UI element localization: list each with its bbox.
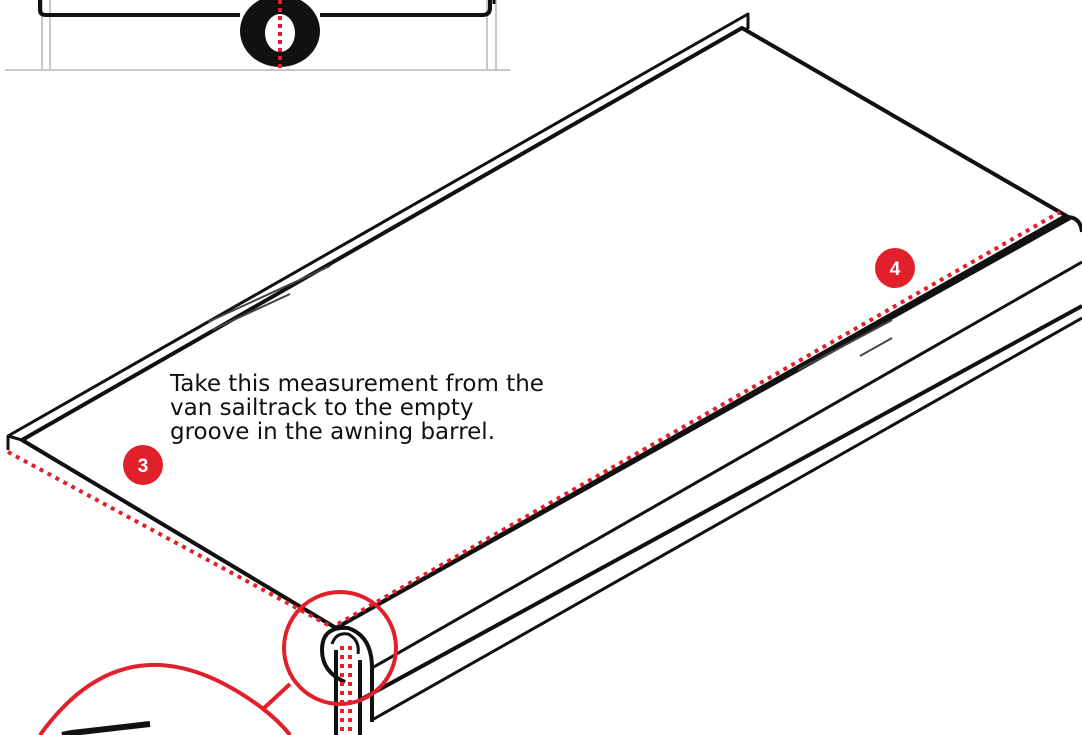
- inset-awning-left: [38, 0, 240, 17]
- instruction-line-2: van sailtrack to the empty: [170, 395, 474, 421]
- inset-side-view: [5, 0, 510, 72]
- barrel-bottom-edge: [371, 316, 1082, 722]
- badge-3-label: 3: [138, 456, 149, 477]
- instruction-line-1: Take this measurement from the: [170, 371, 544, 397]
- badge-4: 4: [875, 248, 915, 288]
- measurement-3-line: [7, 450, 331, 628]
- measurement-lines: [7, 210, 1061, 735]
- badge-4-label: 4: [890, 259, 901, 280]
- inset-left-post: [41, 0, 51, 70]
- groove-callout-circle: [282, 590, 398, 706]
- measurement-instruction: Take this measurement from the van sailt…: [170, 372, 650, 444]
- callout-connector: [260, 682, 292, 712]
- barrel-lower-edge: [359, 304, 1082, 702]
- zoom-detail-edge: [61, 721, 151, 735]
- canvas-shade-right: [797, 319, 893, 371]
- badge-3: 3: [123, 445, 163, 485]
- instruction-line-3: groove in the awning barrel.: [170, 419, 496, 445]
- barrel-groove-line: [371, 260, 1082, 670]
- callouts: [38, 590, 398, 735]
- inset-awning-right: [320, 0, 492, 17]
- sailtrack-strip: [6, 12, 750, 442]
- awning-main: [6, 12, 1082, 735]
- measurement-4-line: [337, 210, 1061, 626]
- barrel-top-edge: [335, 215, 1082, 630]
- canvas-shade-left: [207, 265, 331, 331]
- zoom-callout-circle: [38, 663, 292, 735]
- awning-canvas: [20, 26, 1072, 630]
- badge-3-circle: [123, 445, 163, 485]
- badge-4-circle: [875, 248, 915, 288]
